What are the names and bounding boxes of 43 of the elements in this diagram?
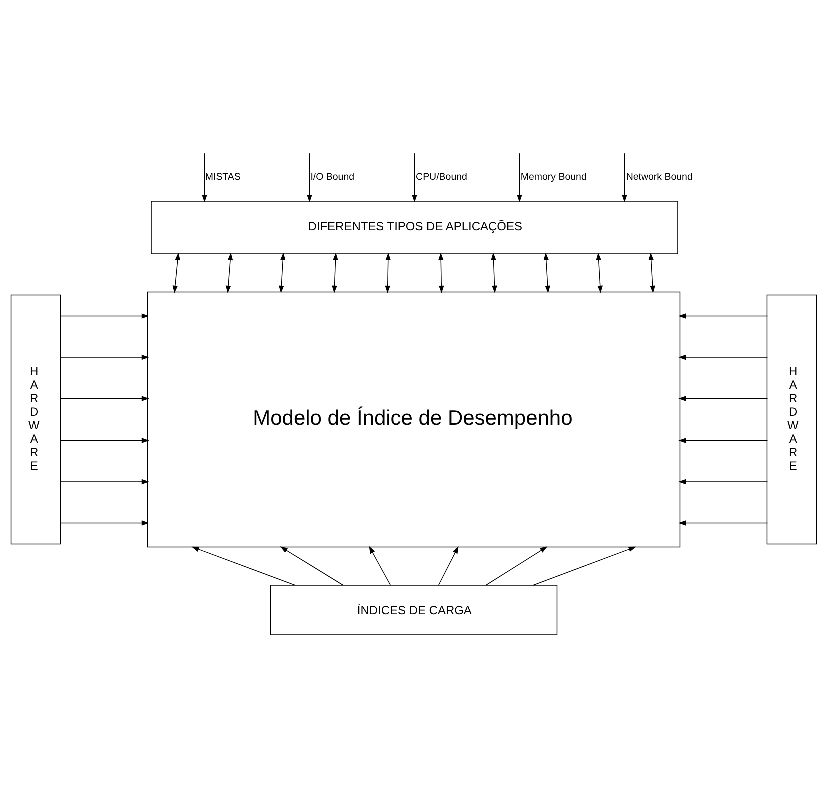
- arrow: [486, 546, 548, 586]
- edge-label: CPU/Bound: [416, 172, 468, 184]
- arrow: [280, 546, 344, 586]
- node-box: H A R D W A R E: [10, 294, 62, 545]
- arrow: [678, 314, 768, 319]
- arrow: [491, 252, 498, 294]
- arrow: [279, 252, 286, 294]
- arrow: [678, 479, 768, 485]
- node-box: ÍNDICES DE CARGA: [270, 585, 558, 636]
- arrow: [307, 153, 312, 203]
- arrow: [648, 252, 656, 294]
- arrow: [678, 438, 768, 444]
- node-box: H A R D W A R E: [766, 294, 818, 545]
- arrow: [60, 438, 150, 444]
- arrow: [412, 153, 418, 203]
- arrow: [532, 546, 636, 586]
- arrow: [622, 153, 628, 203]
- arrow: [226, 252, 234, 294]
- arrow: [544, 252, 550, 294]
- arrow: [60, 314, 150, 319]
- arrow: [678, 520, 768, 526]
- arrow: [438, 252, 444, 294]
- edge-label: I/O Bound: [310, 172, 355, 184]
- arrow: [60, 520, 150, 526]
- arrow: [192, 546, 296, 586]
- arrow: [60, 396, 150, 402]
- edge-label: Network Bound: [626, 172, 693, 184]
- edge-label: Memory Bound: [520, 172, 587, 184]
- arrow: [385, 252, 391, 294]
- edge-label: MISTAS: [205, 172, 241, 184]
- arrow: [678, 354, 768, 360]
- arrow: [202, 153, 208, 203]
- arrow: [438, 546, 459, 586]
- arrow: [172, 252, 181, 294]
- arrow: [332, 252, 338, 294]
- arrow: [517, 153, 522, 203]
- arrow: [596, 252, 603, 294]
- arrow: [60, 479, 150, 485]
- arrow: [369, 546, 392, 586]
- node-box: DIFERENTES TIPOS DE APLICAÇÕES: [151, 201, 678, 254]
- arrow: [678, 396, 768, 402]
- arrow: [60, 354, 150, 360]
- node-box: Modelo de Índice de Desempenho: [147, 292, 681, 548]
